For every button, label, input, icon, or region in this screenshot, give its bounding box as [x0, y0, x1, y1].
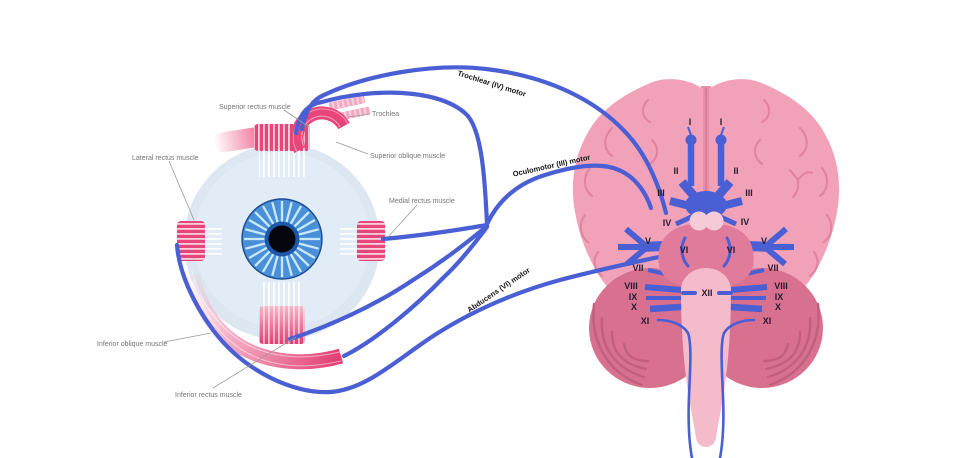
- inferior-oblique-muscle: [184, 270, 344, 370]
- numeral-IV-right: IV: [741, 217, 750, 227]
- numeral-V-right: V: [761, 236, 767, 246]
- numeral-VI-left: VI: [680, 245, 689, 255]
- label-lateral-rectus: Lateral rectus muscle: [132, 155, 199, 162]
- numeral-XI-right: XI: [763, 316, 772, 326]
- iris: [241, 198, 323, 280]
- accessory-nerve-left: [656, 318, 694, 458]
- numeral-I-right: I: [720, 117, 723, 127]
- cerebellum-ridges: [592, 302, 820, 387]
- numeral-II-left: II: [673, 166, 678, 176]
- label-inferior-oblique: Inferior oblique muscle: [97, 341, 168, 348]
- label-medial-rectus: Medial rectus muscle: [389, 198, 455, 205]
- numeral-VIII-left: VIII: [624, 281, 638, 291]
- nerve-abducens-path: [174, 242, 671, 395]
- iris-spokes: [244, 201, 320, 277]
- nerve-pathways: [174, 65, 671, 395]
- numeral-X-left: X: [631, 302, 637, 312]
- trochlea-structure: [290, 95, 371, 154]
- numeral-IX-right: IX: [775, 292, 784, 302]
- label-superior-rectus: Superior rectus muscle: [219, 104, 291, 111]
- numeral-X-right: X: [775, 302, 781, 312]
- numeral-IV-left: IV: [663, 218, 672, 228]
- nerve-trochlear-path: [299, 65, 669, 216]
- numeral-I-left: I: [689, 117, 692, 127]
- nerve-inferior-rectus-branch: [287, 223, 490, 342]
- pituitary-region: [689, 211, 724, 231]
- medial-rectus-muscle: [340, 221, 385, 261]
- label-superior-oblique: Superior oblique muscle: [370, 153, 445, 160]
- numeral-VII-left: VII: [632, 263, 643, 273]
- pons: [658, 223, 754, 290]
- muscle-labels: Superior rectus muscle Trochlea Lateral …: [97, 104, 455, 399]
- numeral-IX-left: IX: [629, 292, 638, 302]
- numeral-III-left: III: [657, 188, 665, 198]
- pupil: [268, 225, 296, 253]
- numeral-II-right: II: [733, 166, 738, 176]
- numeral-XII-center: XII: [701, 288, 712, 298]
- olfactory-tracts: [687, 126, 725, 186]
- nerve-oculomotor-path: [484, 163, 654, 227]
- nerve-inferior-oblique-branch: [341, 224, 490, 359]
- medulla-brainstem: [681, 268, 731, 447]
- eye-diagram: [177, 95, 385, 370]
- olfactory-bulb-left: [685, 134, 697, 146]
- label-trochlea: Trochlea: [372, 111, 399, 118]
- lower-cranial-nerves: [656, 291, 756, 458]
- numeral-VII-right: VII: [767, 263, 778, 273]
- accessory-nerve-right: [718, 318, 756, 458]
- nerve-superior-rectus-branch: [293, 90, 490, 227]
- numeral-VIII-right: VIII: [774, 281, 788, 291]
- numeral-III-right: III: [745, 188, 753, 198]
- inferior-rectus-muscle: [259, 282, 305, 344]
- label-inferior-rectus: Inferior rectus muscle: [175, 392, 242, 399]
- numeral-XI-left: XI: [641, 316, 650, 326]
- brain-sulci: [579, 98, 833, 278]
- numeral-VI-right: VI: [727, 245, 736, 255]
- cranial-nerve-numerals: I II III IV V VI VII VIII IX X XI I II I…: [624, 117, 788, 326]
- abducens-roots: [680, 236, 732, 268]
- olfactory-bulb-right: [715, 134, 727, 146]
- leader-lines: [163, 109, 418, 389]
- nerve-medial-rectus-branch: [380, 222, 490, 242]
- numeral-V-left: V: [645, 236, 651, 246]
- lateral-rectus-muscle: [177, 221, 222, 261]
